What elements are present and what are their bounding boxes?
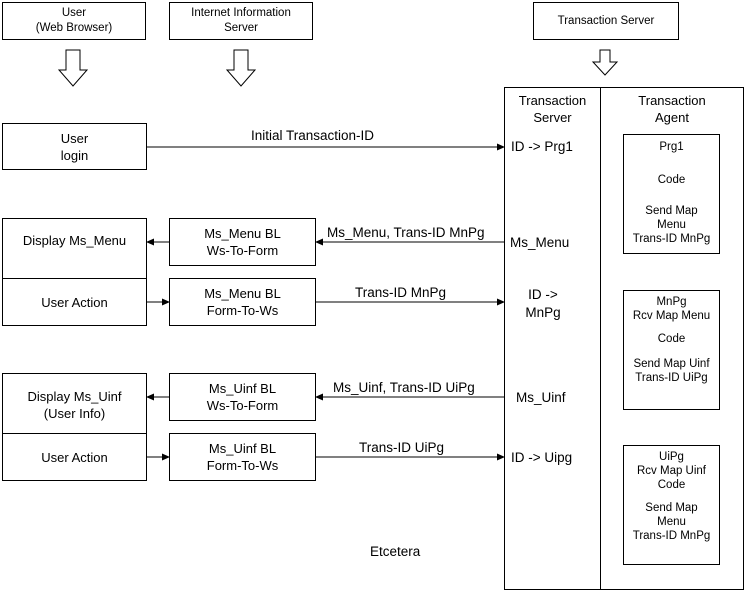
user-action-label-1: User Action <box>41 294 108 310</box>
agent-title-line2: Agent <box>655 110 689 125</box>
header-transaction-server: Transaction Server <box>533 2 679 40</box>
message-menu-out: Ms_Menu, Trans-ID MnPg <box>327 225 485 240</box>
agent-prg1-line3: Code <box>657 174 686 186</box>
message-uinf-in: Trans-ID UiPg <box>359 440 445 455</box>
agent-box-uipg: UiPg Rcv Map Uinf Code Send Map Menu Tra… <box>623 445 720 565</box>
header-transaction-server-label: Transaction Server <box>557 14 655 27</box>
uinf-ws-to-form-box: Ms_Uinf BL Ws-To-Form <box>169 373 316 421</box>
server-label-ms-menu: Ms_Menu <box>510 235 570 250</box>
agent-prg1-line6: Menu <box>657 219 686 231</box>
agent-title-line1: Transaction <box>638 93 706 108</box>
menu-form-to-ws-line2: Form-To-Ws <box>206 303 279 318</box>
display-uinf-box: Display Ms_Uinf (User Info) <box>2 373 147 434</box>
menu-ws-to-form-line1: Ms_Menu BL <box>204 226 281 241</box>
server-title-line2: Server <box>533 110 572 125</box>
agent-uipg-line7: Trans-ID MnPg <box>632 530 711 542</box>
user-action-box-1: User Action <box>2 278 147 326</box>
agent-mnpg-line5 <box>624 346 719 357</box>
agent-mnpg-line2: Rcv Map Menu <box>632 310 711 322</box>
display-menu-box: Display Ms_Menu <box>2 218 147 279</box>
user-login-line2: login <box>60 147 89 163</box>
uinf-form-to-ws-box: Ms_Uinf BL Form-To-Ws <box>169 433 316 481</box>
etcetera-label: Etcetera <box>370 544 421 559</box>
agent-box-mnpg: MnPg Rcv Map Menu Code Send Map Uinf Tra… <box>623 290 720 410</box>
agent-prg1-line5: Send Map <box>645 205 698 217</box>
agent-uipg-line2: Rcv Map Uinf <box>636 465 707 477</box>
user-action-box-2: User Action <box>2 433 147 481</box>
user-action-label-2: User Action <box>41 449 108 465</box>
header-user-line1: User <box>61 7 87 19</box>
message-uinf-out: Ms_Uinf, Trans-ID UiPg <box>333 380 475 395</box>
uinf-ws-to-form-line2: Ws-To-Form <box>206 398 279 413</box>
agent-prg1-line2 <box>624 154 719 168</box>
header-iis: Internet Information Server <box>169 2 313 40</box>
uinf-ws-to-form-line1: Ms_Uinf BL <box>208 381 277 396</box>
agent-mnpg-line7: Trans-ID UiPg <box>635 372 708 384</box>
agent-column-title: Transaction Agent <box>601 92 743 126</box>
agent-uipg-line1: UiPg <box>659 451 684 463</box>
agent-uipg-line3: Code <box>657 479 686 491</box>
server-column-title: Transaction Server <box>505 92 600 126</box>
menu-ws-to-form-box: Ms_Menu BL Ws-To-Form <box>169 218 316 266</box>
menu-form-to-ws-box: Ms_Menu BL Form-To-Ws <box>169 278 316 326</box>
agent-uipg-line4 <box>624 492 719 501</box>
menu-ws-to-form-line2: Ws-To-Form <box>206 243 279 258</box>
down-arrow-icon <box>225 49 257 87</box>
down-arrow-icon <box>57 49 89 87</box>
server-label-mnpg-line2: MnPg <box>525 305 561 320</box>
header-user: User (Web Browser) <box>2 2 146 40</box>
server-label-mnpg-line1: ID -> <box>528 287 558 302</box>
server-title-line1: Transaction <box>518 93 587 108</box>
agent-mnpg-line3 <box>624 323 719 332</box>
agent-mnpg-line1: MnPg <box>656 296 687 308</box>
display-menu-label: Display Ms_Menu <box>22 233 127 248</box>
header-user-line2: (Web Browser) <box>35 22 113 34</box>
agent-mnpg-line4: Code <box>657 333 686 345</box>
server-label-ms-uinf: Ms_Uinf <box>516 390 566 405</box>
agent-prg1-line1: Prg1 <box>659 141 684 153</box>
message-initial-transaction: Initial Transaction-ID <box>251 128 375 143</box>
display-uinf-line2: (User Info) <box>43 406 106 421</box>
uinf-form-to-ws-line2: Form-To-Ws <box>206 458 279 473</box>
agent-box-prg1: Prg1 Code Send Map Menu Trans-ID MnPg <box>623 134 720 254</box>
menu-form-to-ws-line1: Ms_Menu BL <box>204 286 281 301</box>
agent-prg1-line4 <box>624 187 719 201</box>
server-label-mnpg: ID -> MnPg <box>505 286 581 322</box>
display-uinf-line1: Display Ms_Uinf <box>27 389 122 404</box>
down-arrow-icon <box>591 49 619 76</box>
agent-prg1-line7: Trans-ID MnPg <box>632 233 711 245</box>
agent-uipg-line5: Send Map <box>645 502 698 514</box>
server-label-prg1: ID -> Prg1 <box>511 139 573 154</box>
agent-uipg-line6: Menu <box>657 516 686 528</box>
server-label-uipg: ID -> Uipg <box>511 450 573 465</box>
user-login-box: User login <box>2 123 147 170</box>
header-iis-line1: Internet Information <box>191 7 291 19</box>
message-menu-in: Trans-ID MnPg <box>355 285 447 300</box>
transaction-server-column <box>504 87 601 590</box>
user-login-line1: User <box>60 130 89 146</box>
header-iis-line2: Server <box>224 22 258 34</box>
agent-mnpg-line6: Send Map Uinf <box>633 358 710 370</box>
uinf-form-to-ws-line1: Ms_Uinf BL <box>208 441 277 456</box>
